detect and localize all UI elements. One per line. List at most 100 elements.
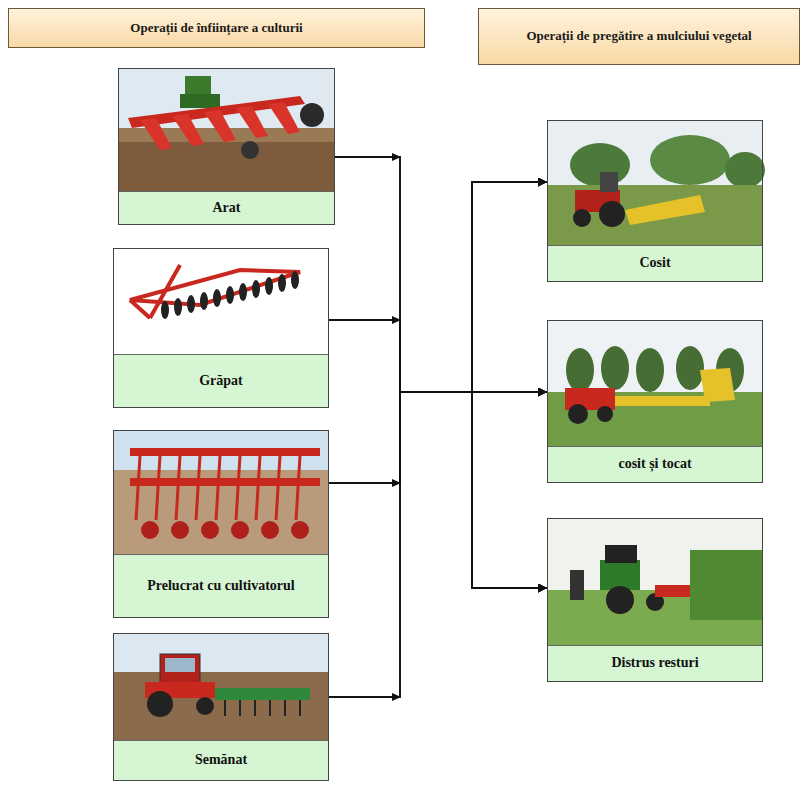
illustration-shape [201, 521, 219, 539]
operation-label: Cosit [639, 254, 670, 272]
illustration-shape [236, 106, 268, 138]
illustration-shape [226, 286, 234, 304]
illustration-shape [239, 700, 241, 716]
operation-label: Semănat [195, 751, 247, 769]
illustration-shape [141, 521, 159, 539]
illustration-shape [291, 271, 299, 289]
illustration-shape [114, 249, 328, 355]
illustration-shape [114, 634, 328, 741]
illustration-shape [165, 658, 195, 672]
header-text: Operații de înființare a culturii [130, 20, 302, 36]
illustration-shape [236, 456, 240, 520]
label-band: cosit și tocat [548, 446, 762, 482]
flow-arrow [329, 182, 547, 392]
illustration-shape [147, 691, 173, 717]
operation-label: Grăpat [199, 372, 243, 390]
illustration-shape [597, 406, 613, 422]
operation-panel: cosit și tocat [547, 320, 763, 483]
label-band: Arat [119, 191, 334, 224]
illustration-shape [130, 300, 150, 318]
illustration-shape [601, 346, 629, 390]
illustration-shape [548, 121, 762, 246]
operation-label: cosit și tocat [618, 455, 691, 473]
operation-label: Arat [213, 199, 241, 217]
operation-panel: Semănat [113, 633, 329, 781]
illustration-shape [300, 103, 324, 127]
cultivator-photo [114, 431, 328, 555]
illustration-shape [196, 456, 200, 520]
illustration-shape [261, 521, 279, 539]
illustration-shape [690, 550, 762, 620]
illustration-shape [566, 348, 594, 392]
illustration-shape [130, 448, 320, 456]
flow-arrow [329, 182, 547, 697]
illustration-shape [119, 69, 334, 192]
illustration-shape [136, 456, 140, 520]
illustration-shape [254, 700, 256, 716]
illustration-shape [136, 456, 300, 520]
flow-arrow [329, 392, 547, 697]
header-text: Operații de pregătire a mulciului vegeta… [526, 28, 751, 44]
illustration-shape [269, 700, 271, 716]
illustration-shape [599, 201, 625, 227]
plough-photo [119, 69, 334, 192]
illustration-shape [600, 560, 640, 590]
illustration-shape [140, 118, 172, 150]
illustration-shape [141, 521, 309, 539]
illustration-shape [606, 586, 634, 614]
illustration-shape [299, 700, 301, 716]
illustration-shape [573, 209, 591, 227]
chopper-photo [548, 321, 762, 447]
illustration-shape [265, 277, 273, 295]
illustration-shape [160, 654, 200, 684]
illustration-shape [278, 274, 286, 292]
label-band: Cosit [548, 245, 762, 281]
illustration-shape [655, 585, 690, 597]
section-header: Operații de pregătire a mulciului vegeta… [478, 8, 800, 65]
illustration-shape [548, 321, 762, 447]
flow-arrow [335, 157, 547, 392]
mower-photo [548, 121, 765, 246]
disc-harrow-photo [114, 249, 328, 355]
illustration-shape [615, 396, 710, 406]
label-band: Grăpat [114, 354, 328, 407]
illustration-shape [676, 346, 704, 390]
illustration-shape [213, 289, 221, 307]
flow-arrow [329, 320, 547, 588]
illustration-shape [156, 456, 160, 520]
illustration-shape [600, 172, 618, 192]
illustration-shape [185, 76, 211, 96]
illustration-shape [268, 102, 300, 134]
label-band: Prelucrat cu cultivatorul [114, 554, 328, 617]
illustration-shape [239, 283, 247, 301]
label-band: Distrus resturi [548, 645, 762, 681]
illustration-shape [252, 280, 260, 298]
illustration-shape [119, 140, 334, 192]
operation-panel: Prelucrat cu cultivatorul [113, 430, 329, 618]
illustration-shape [296, 456, 300, 520]
illustration-shape [172, 114, 204, 146]
illustration-shape [161, 271, 299, 319]
section-header: Operații de înființare a culturii [8, 8, 425, 48]
flow-arrow [329, 392, 547, 588]
shredder-photo [548, 519, 762, 646]
illustration-shape [114, 431, 328, 555]
operation-panel: Grăpat [113, 248, 329, 408]
illustration-shape [548, 185, 762, 246]
illustration-shape [114, 672, 328, 741]
flow-arrow [329, 392, 547, 697]
flow-arrow [329, 182, 547, 483]
operation-panel: Distrus resturi [547, 518, 763, 682]
operation-label: Prelucrat cu cultivatorul [147, 577, 295, 595]
illustration-shape [216, 456, 220, 520]
label-band: Semănat [114, 740, 328, 780]
illustration-shape [605, 545, 637, 563]
operation-panel: Cosit [547, 120, 763, 282]
illustration-shape [176, 456, 180, 520]
illustration-shape [200, 292, 208, 310]
seeder-photo [114, 634, 328, 741]
illustration-shape [241, 141, 259, 159]
illustration-shape [215, 688, 310, 700]
illustration-shape [204, 110, 236, 142]
illustration-shape [256, 456, 260, 520]
